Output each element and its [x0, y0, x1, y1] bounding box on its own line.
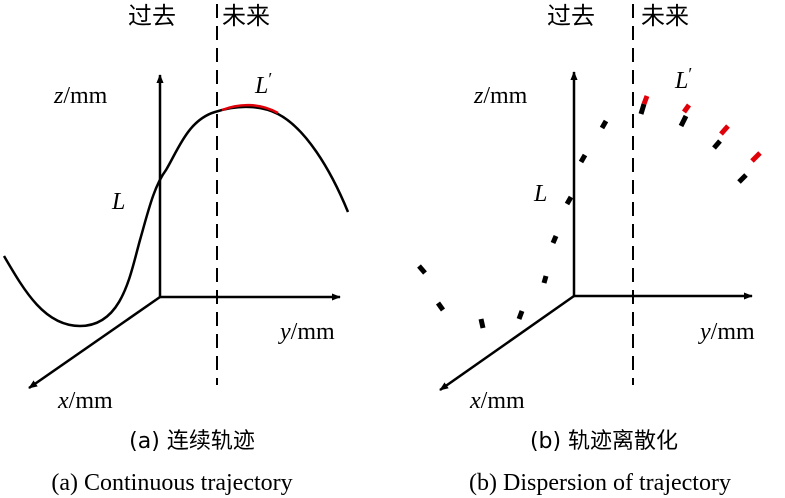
panel-b-caption-chinese: (b) 轨迹离散化: [530, 429, 678, 454]
trajectory-segment: [678, 114, 689, 128]
trajectory-segment: [435, 301, 446, 312]
panel-a-continuous-trajectory: [2, 105, 350, 328]
panel-a-x-axis: [28, 295, 161, 390]
panel-a-y-axis-label: y/mm: [278, 319, 335, 345]
panel-a: 过去 未来 z/mm y/mm x/mm L L′ (a) 连续轨迹 (a) C…: [2, 2, 350, 496]
panel-a-predicted-curve-label: L′: [254, 69, 272, 99]
panel-a-caption-english: (a) Continuous trajectory: [51, 470, 292, 496]
trajectory-segment: [712, 139, 722, 150]
panel-a-z-axis-label: z/mm: [53, 83, 108, 109]
trajectory-segment: [638, 103, 647, 115]
panel-b-caption-english: (b) Dispersion of trajectory: [469, 470, 731, 496]
trajectory-segment: [599, 119, 609, 130]
predicted-segment: [750, 151, 762, 163]
panel-b-x-axis: [439, 294, 575, 392]
panel-a-predicted-trajectory: [221, 103, 279, 115]
trajectory-segment: [578, 153, 588, 164]
predicted-segment: [719, 124, 730, 136]
predicted-segment: [641, 95, 650, 105]
panel-a-curve-label: L: [111, 189, 125, 215]
trajectory-segment: [737, 173, 748, 184]
panel-b-predicted-curve-label: L′: [674, 64, 692, 94]
panel-a-x-axis-label: x/mm: [57, 388, 113, 414]
panel-b-discrete-trajectory: [417, 95, 762, 329]
panel-b: 过去 未来 z/mm y/mm x/mm: [417, 2, 762, 496]
trajectory-segment: [516, 310, 525, 320]
panel-b-future-label: 未来: [641, 2, 689, 30]
trajectory-segment: [417, 264, 427, 275]
panel-b-x-axis-label: x/mm: [469, 388, 525, 414]
panel-a-past-label: 过去: [128, 2, 176, 30]
panel-b-z-axis-label: z/mm: [473, 83, 528, 109]
trajectory-segment: [564, 195, 574, 206]
trajectory-segment: [541, 275, 549, 284]
predicted-segment: [681, 103, 692, 114]
trajectory-segment: [550, 235, 559, 244]
panel-b-curve-label: L: [533, 181, 547, 207]
panel-b-y-axis-label: y/mm: [698, 319, 755, 345]
panel-b-past-label: 过去: [547, 2, 595, 30]
trajectory-segment: [478, 318, 486, 329]
panel-a-caption-chinese: (a) 连续轨迹: [129, 429, 255, 454]
panel-a-future-label: 未来: [222, 2, 270, 30]
